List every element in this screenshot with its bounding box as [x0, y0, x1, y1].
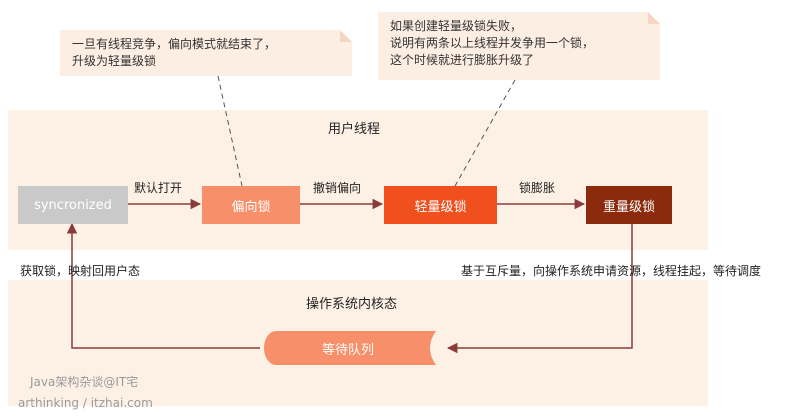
- watermark-line1: Java架构杂谈@IT宅: [30, 375, 139, 389]
- lightweight-lock-box: 轻量级锁: [384, 186, 497, 224]
- label-revoke-biased: 撤销偏向: [313, 181, 362, 195]
- note-lightweight-fail-box: [378, 12, 660, 80]
- note-biased-end-text: 一旦有线程竞争，偏向模式就结束了， 升级为轻量级锁: [72, 37, 277, 68]
- heavyweight-lock-box: 重量级锁: [586, 186, 672, 224]
- note-lightweight-fail-text: 如果创建轻量级锁失败， 说明有两条以上线程并发争用一个锁， 这个时候就进行膨胀升…: [390, 19, 595, 67]
- label-acquire-desc: 获取锁，映射回用户态: [20, 264, 141, 278]
- biased-lock-box: 偏向锁: [202, 186, 300, 224]
- label-default-open: 默认打开: [134, 181, 183, 195]
- leader-lightweight-note: [454, 79, 516, 187]
- note-biased-end-fold: [340, 30, 352, 42]
- arrow-back-to-sync: [66, 222, 260, 349]
- kernel-zone-title: 操作系统内核态: [306, 297, 398, 312]
- wait-queue-shape: [264, 331, 436, 365]
- label-mutex-desc: 基于互斥量，向操作系统申请资源，线程挂起，等待调度: [461, 264, 762, 278]
- wait-queue-label: 等待队列: [322, 343, 375, 358]
- user-thread-zone: [8, 110, 708, 250]
- user-zone-title: 用户线程: [328, 122, 381, 137]
- note-lightweight-fail-fold: [648, 12, 660, 24]
- label-inflate: 锁膨胀: [519, 181, 556, 195]
- syncronized-box: syncronized: [18, 186, 128, 224]
- watermark-line2: arthinking / itzhai.com: [18, 396, 153, 410]
- arrow-to-queue: [446, 224, 633, 354]
- note-biased-end-box: [60, 30, 352, 76]
- leader-biased-note: [217, 75, 243, 187]
